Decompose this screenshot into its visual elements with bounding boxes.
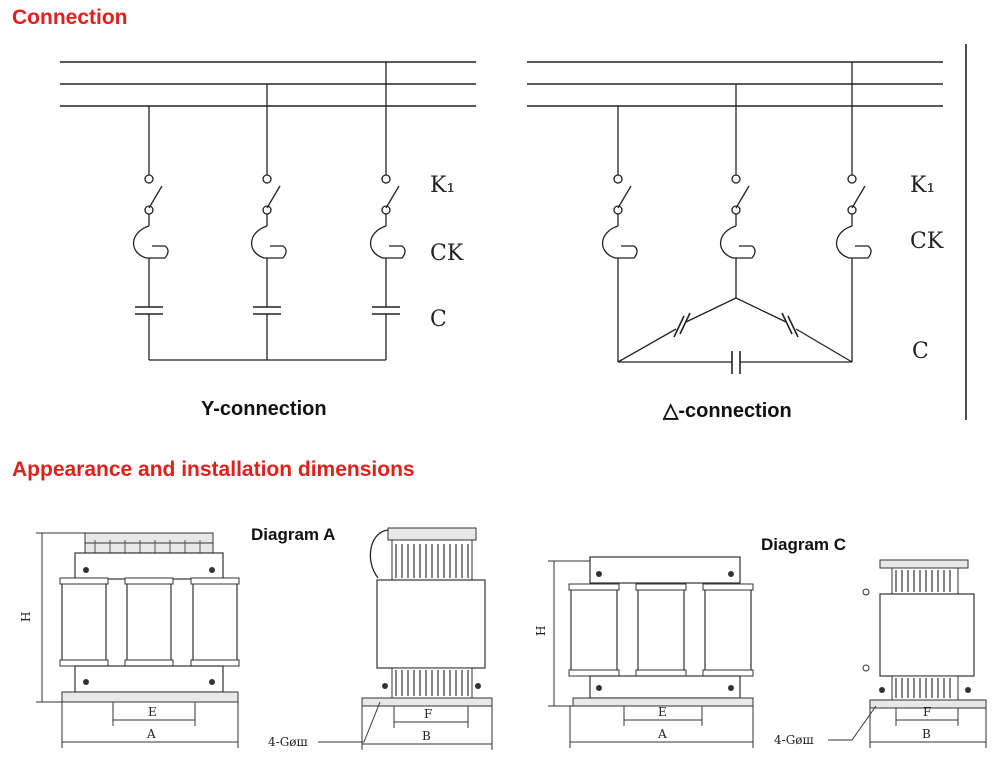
diagram-a-label: Diagram A xyxy=(251,525,336,544)
dim-a-b: B xyxy=(422,729,431,743)
delta-connection-diagram: K₁ CK C xyxy=(527,61,944,374)
delta-connection-caption: △-connection xyxy=(663,400,792,422)
delta-label-ck: CK xyxy=(910,229,944,254)
dim-c-holes: 4-Gøш xyxy=(774,733,814,747)
dim-c-h: H xyxy=(534,626,548,636)
dim-a-f: F xyxy=(424,707,432,721)
appearance-title: Appearance and installation dimensions xyxy=(12,458,415,481)
dim-a-e: E xyxy=(148,705,157,719)
diagram-c-label: Diagram C xyxy=(761,535,847,554)
delta-label-k1: K₁ xyxy=(910,173,935,198)
y-branch-1 xyxy=(132,106,169,360)
connection-title: Connection xyxy=(12,6,128,29)
y-label-ck: CK xyxy=(430,241,464,266)
diagram-a-front-view: H E A xyxy=(19,532,240,748)
delta-branch-2 xyxy=(719,84,756,298)
dim-a-h: H xyxy=(19,612,33,622)
dim-c-a: A xyxy=(657,727,667,741)
dim-c-b: B xyxy=(922,727,931,741)
diagram-c-side-view: F B 4-Gøш xyxy=(774,559,987,748)
dim-a-holes: 4-Gøш xyxy=(268,735,308,749)
diagram-a-side-view: F B 4-Gøш xyxy=(268,527,493,750)
dim-a-a: A xyxy=(146,727,156,741)
dim-c-e: E xyxy=(658,705,667,719)
dim-c-f: F xyxy=(923,705,931,719)
y-connection-diagram: K₁ CK C xyxy=(60,61,476,361)
y-branch-3 xyxy=(369,62,406,360)
y-label-k1: K₁ xyxy=(430,173,455,198)
delta-branch-1 xyxy=(601,106,638,362)
delta-branch-3 xyxy=(835,62,872,362)
y-connection-caption: Y-connection xyxy=(201,398,327,420)
y-branch-2 xyxy=(250,84,287,360)
y-label-c: C xyxy=(430,307,447,332)
diagram-c-front-view: H E A xyxy=(534,556,754,748)
delta-label-c: C xyxy=(912,339,929,364)
